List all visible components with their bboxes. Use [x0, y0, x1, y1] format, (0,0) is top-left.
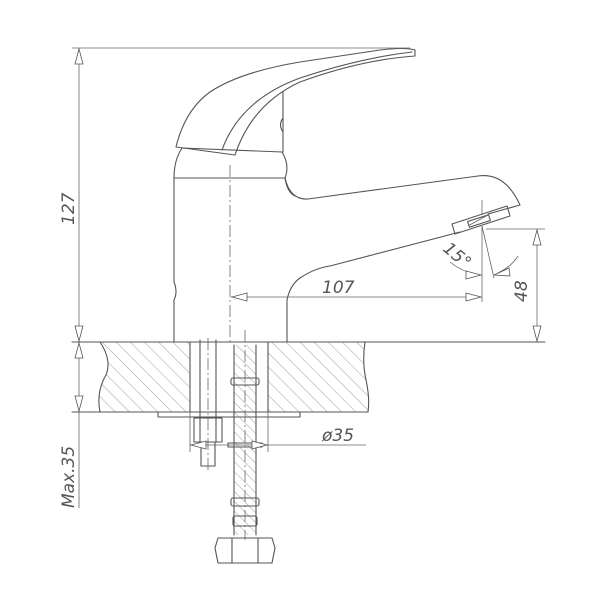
dimension-hole-diameter: ø35 [189, 412, 366, 452]
dimension-overall-height: 127 [59, 47, 410, 343]
dimension-spout-reach: 107 [230, 226, 483, 302]
spout [284, 175, 521, 279]
mounting-stud [193, 338, 223, 470]
dim-label-107: 107 [322, 278, 355, 298]
dim-label-dia35: ø35 [321, 426, 354, 446]
faucet-body [173, 147, 301, 343]
dimension-max-thickness: Max.35 [59, 341, 84, 508]
center-lines [229, 165, 483, 345]
dim-label-127: 127 [59, 192, 79, 225]
lever-handle [175, 47, 416, 156]
dim-label-15deg: 15° [439, 239, 475, 274]
dimension-outlet-height: 48 [486, 228, 545, 343]
supply-hose [214, 330, 276, 564]
dim-label-max35: Max.35 [59, 446, 79, 508]
dim-label-48: 48 [512, 280, 532, 302]
countertop-section [71, 341, 546, 418]
